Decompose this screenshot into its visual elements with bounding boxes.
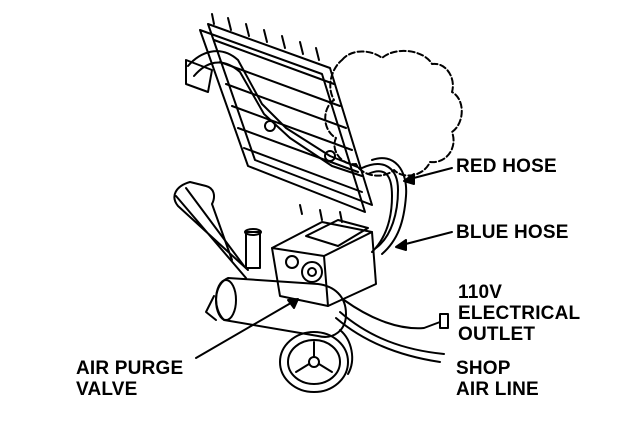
cart-handle xyxy=(174,182,248,278)
cooler-lines xyxy=(186,51,362,176)
engine-outline xyxy=(325,51,462,176)
air-purge-valve-line-2: VALVE xyxy=(76,379,183,400)
electrical-outlet-line-1: 110V xyxy=(458,282,580,303)
wheel xyxy=(280,330,352,392)
air-purge-valve-label: AIR PURGE VALVE xyxy=(76,358,183,400)
flushing-unit xyxy=(245,220,376,306)
air-purge-valve-line-1: AIR PURGE xyxy=(76,358,183,379)
blue-hose-label: BLUE HOSE xyxy=(456,222,569,243)
electrical-cord xyxy=(344,300,440,328)
blue-hose-text: BLUE HOSE xyxy=(456,222,569,243)
electrical-outlet-line-3: OUTLET xyxy=(458,324,580,345)
shop-air-line-label: SHOP AIR LINE xyxy=(456,358,539,400)
red-hose-text: RED HOSE xyxy=(456,156,557,177)
shop-air-line-line-2: AIR LINE xyxy=(456,379,539,400)
electrical-outlet-line-2: ELECTRICAL xyxy=(458,303,580,324)
radiator xyxy=(200,14,372,222)
flush-hoses xyxy=(362,158,406,254)
air-tank xyxy=(206,278,346,337)
electrical-outlet-label: 110V ELECTRICAL OUTLET xyxy=(458,282,580,345)
red-hose-label: RED HOSE xyxy=(456,156,557,177)
shop-air-line-line-1: SHOP xyxy=(456,358,539,379)
